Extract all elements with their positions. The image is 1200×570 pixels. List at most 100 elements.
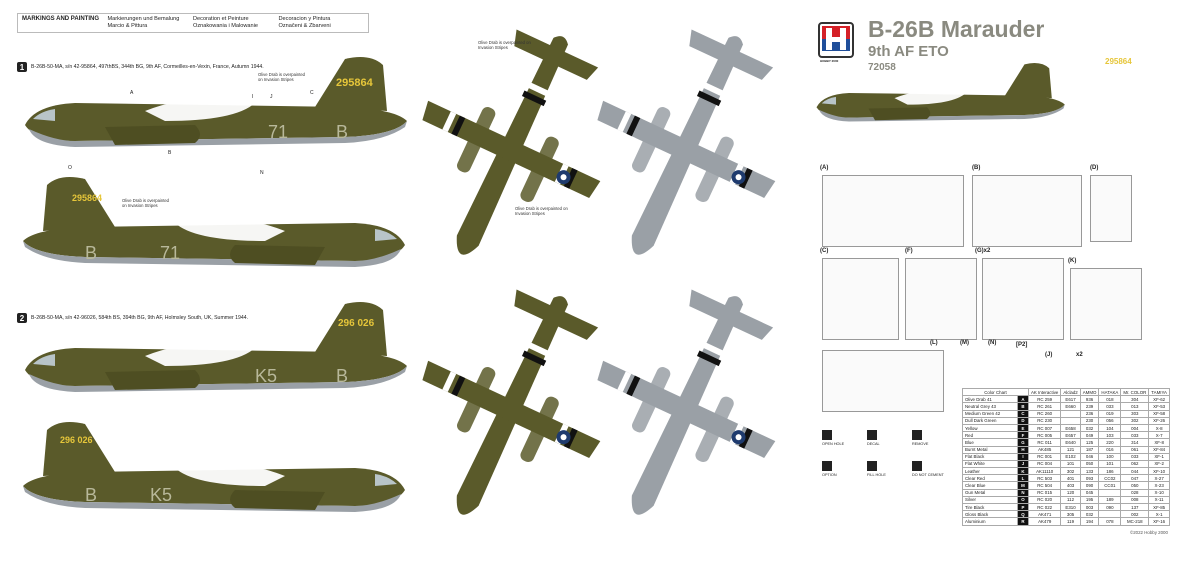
legend-fill-hole: FILL HOLE [867,461,907,477]
scheme-1-code-right: 71 [160,243,181,263]
paint-code: 002 [1120,510,1150,519]
paint-code: 013 [1120,402,1150,411]
paint-code: E102 [1060,452,1081,461]
sprue-k [1070,268,1142,340]
paint-code: 003 [1079,502,1100,512]
scheme-2-code-right: K5 [150,485,173,505]
legend-remove: REMOVE [912,430,952,446]
paint-code: 187 [1079,445,1100,454]
paint-code: X-10 [1148,488,1170,497]
box-art-aircraft [810,40,1070,155]
decal-star-icon [867,430,877,440]
hobby-2000-logo [818,22,854,58]
color-letter: J [1017,459,1029,469]
paint-code: 032 [1079,423,1100,433]
fill-hole-icon [867,461,877,471]
color-chart-col-header: Color Chart [962,387,1029,397]
scheme-2-tail-code-right: 296 026 [60,435,93,445]
color-name: Olive Drab 41 [962,395,1018,404]
color-letter: N [1017,488,1029,497]
sprue-g [982,258,1064,340]
paint-code: RC 504 [1027,481,1062,490]
paint-code: 033 [1120,452,1150,461]
color-letter: G [1017,438,1029,447]
sprue-g-label: (G)x2 [975,248,991,254]
scheme-2-fuselage-code: K5 [255,366,278,386]
scheme-1-badge: 1 [17,62,27,72]
color-name: Leather [962,467,1018,476]
paint-code: 019 [1098,409,1122,418]
header-de: Markierungen und Bemalung [107,16,180,22]
paint-code: AK11110 [1027,467,1062,476]
header-es: Decoracion y Pintura [278,16,331,22]
paint-code: 044 [1120,467,1150,476]
paint-code: 062 [1120,459,1150,469]
paint-code: 314 [1120,438,1150,447]
sprue-b [972,175,1082,247]
legend-option: OPTION [822,461,862,477]
color-letter: F [1017,431,1029,440]
scheme-2-text: B-26B-50-MA, s/n 42-96026, 584th BS, 394… [31,315,249,321]
color-name: Gloss Black [962,510,1018,519]
sprue-c-label: (C) [820,248,829,254]
paint-code: AK471 [1027,510,1062,519]
paint-code: 101 [1060,459,1081,469]
color-chart-col-header: Alclad2 [1060,387,1081,397]
no-cement-icon [912,461,922,471]
sprue-f-label: (F) [905,248,913,254]
paint-code: 119 [1060,517,1081,526]
color-letter: R [1017,517,1029,526]
sprue-a [822,175,964,247]
paint-code: 004 [1120,423,1150,433]
paint-code: X-27 [1148,474,1170,483]
paint-code: RC 260 [1027,409,1062,418]
paint-code: 018 [1098,395,1122,404]
paint-code: 125 [1079,438,1100,447]
paint-code: RC 230 [1027,416,1062,425]
paint-code: XF-84 [1148,445,1170,454]
color-name: Dull Dark Green [962,416,1018,425]
product-title: B-26B Marauder [868,16,1045,42]
paint-code [1060,409,1081,418]
sprue-f [905,258,977,340]
paint-code: 078 [1098,517,1122,526]
color-name: Yellow [962,423,1018,433]
product-subtitle: 9th AF ETO [868,43,949,60]
color-name: Gun Metal [962,488,1018,497]
color-letter: A [1017,395,1029,404]
scheme-1-fuselage-code: 71 [268,122,289,142]
paint-code: 303 [1120,409,1150,418]
callout-i: I [252,94,254,100]
color-letter: H [1017,445,1029,454]
scheme-1-letter-right: B [85,243,98,263]
sprue-b-label: (B) [972,165,981,171]
color-chart-col-header: AK Interactive [1027,387,1062,397]
brand-text: HOBBY 2000 [820,59,839,63]
paint-code: RC 503 [1027,474,1062,483]
color-chart-col-header: Mr. COLOR [1120,387,1150,397]
paint-code: 236 [1079,409,1100,418]
paint-code: RC 005 [1027,431,1062,440]
color-letter: O [1017,495,1029,505]
paint-code: 220 [1098,438,1122,447]
sprue-a-label: (A) [820,165,829,171]
paint-code: XF-2 [1148,459,1170,469]
paint-code: 195 [1079,495,1100,505]
color-letter: C [1017,409,1029,418]
scheme-2-bottom-view [539,250,830,570]
header-main: MARKINGS AND PAINTING [22,16,99,22]
paint-code: 304 [1120,395,1150,404]
paint-code: 133 [1079,467,1100,476]
paint-code: RC 020 [1027,495,1062,505]
paint-code: XF-1 [1148,452,1170,461]
header-fr: Decoration et Peinture [193,16,249,22]
paint-code: 230 [1079,416,1100,425]
remove-icon [912,430,922,440]
paint-code: 186 [1098,467,1122,476]
